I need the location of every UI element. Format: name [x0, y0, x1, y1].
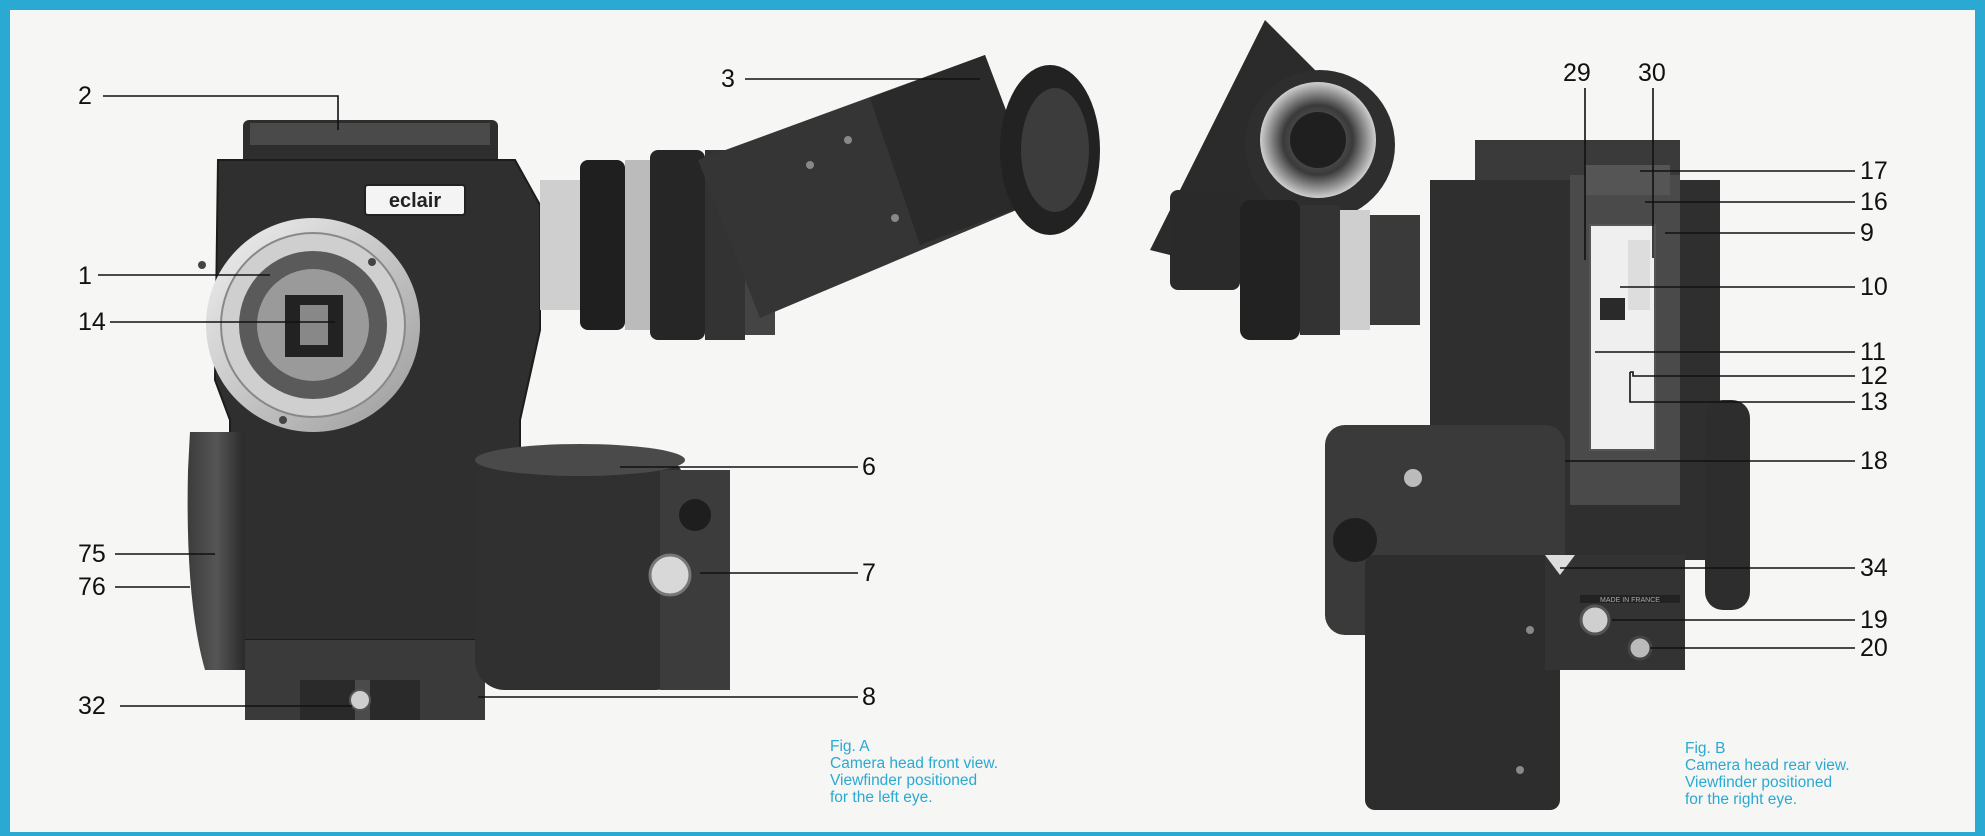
- figure-a-caption-line: Fig. A: [830, 738, 870, 755]
- callout-34: 34: [1860, 554, 1888, 582]
- callout-29: 29: [1563, 59, 1591, 87]
- callout-76: 76: [78, 573, 106, 601]
- figure-b-caption: Fig. B Camera head rear view. Viewfinder…: [1685, 740, 1850, 808]
- callout-18: 18: [1860, 447, 1888, 475]
- figure-b-caption-line: Fig. B: [1685, 740, 1726, 757]
- leader-lines: [98, 78, 1855, 707]
- adjust-knob: [648, 553, 692, 597]
- figure-a-camera: eclair: [187, 55, 1100, 720]
- callout-12: 12: [1860, 362, 1888, 390]
- callout-7: 7: [862, 559, 876, 587]
- figure-a-caption: Fig. A Camera head front view. Viewfinde…: [830, 738, 998, 806]
- frame-bottom-border: [0, 832, 1985, 836]
- callout-20: 20: [1860, 634, 1888, 662]
- viewfinder-rings-b: [1240, 200, 1420, 340]
- figure-b-camera: MADE IN FRANCE: [1150, 20, 1750, 810]
- figure-b-caption-line: for the right eye.: [1685, 791, 1798, 808]
- callout-30: 30: [1638, 59, 1666, 87]
- frame-left-border: [0, 0, 10, 836]
- motor-box: [1365, 555, 1560, 810]
- callout-32: 32: [78, 692, 106, 720]
- callout-11: 11: [1860, 338, 1886, 366]
- eclair-badge: [364, 184, 466, 216]
- connector-19: [1579, 604, 1611, 636]
- connector-20: [1627, 635, 1653, 661]
- callout-75: 75: [78, 540, 106, 568]
- side-block: [187, 432, 245, 670]
- callout-16: 16: [1860, 188, 1888, 216]
- callout-9: 9: [1860, 219, 1874, 247]
- callout-1: 1: [78, 262, 92, 290]
- eclair-brand-text: eclair: [389, 190, 441, 212]
- figure-a-caption-line: for the left eye.: [830, 789, 933, 806]
- magazine-drum: [475, 455, 685, 690]
- frame-right-border: [1975, 0, 1985, 836]
- frame-top-border: [0, 0, 1985, 10]
- figure-a-caption-line: Viewfinder positioned: [830, 772, 978, 789]
- viewfinder-collar: [540, 180, 585, 310]
- callout-8: 8: [862, 683, 876, 711]
- callout-13: 13: [1860, 388, 1888, 416]
- callout-17: 17: [1860, 157, 1888, 185]
- figure-a-caption-line: Camera head front view.: [830, 755, 999, 772]
- figure-b-caption-line: Viewfinder positioned: [1685, 774, 1833, 791]
- callout-10: 10: [1860, 273, 1888, 301]
- callout-14: 14: [78, 308, 106, 336]
- figure-b-caption-line: Camera head rear view.: [1685, 757, 1850, 774]
- callout-19: 19: [1860, 606, 1888, 634]
- callout-6: 6: [862, 453, 876, 481]
- made-in-france-plate: MADE IN FRANCE: [1600, 597, 1660, 604]
- callout-2: 2: [78, 82, 92, 110]
- callout-3: 3: [721, 65, 735, 93]
